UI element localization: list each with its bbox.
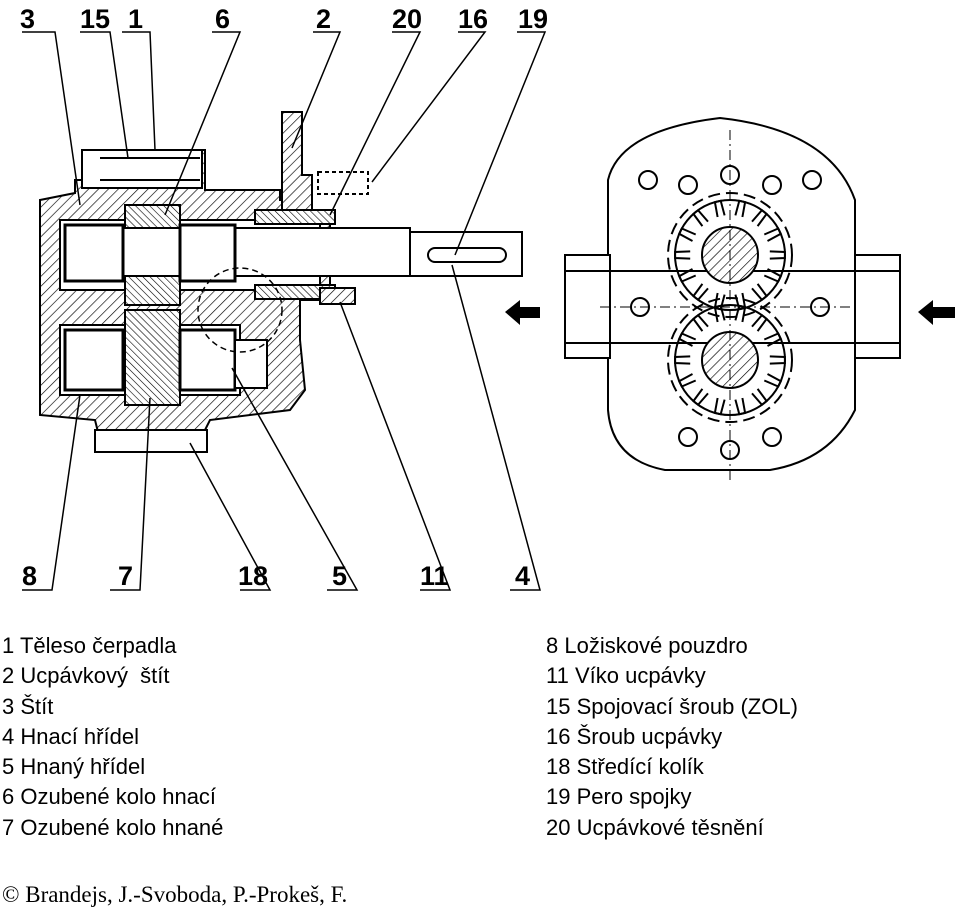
gear-tooth: [677, 268, 697, 283]
callout-3: 3: [20, 4, 35, 34]
callout-4: 4: [515, 561, 530, 591]
parts-legend-right: 8 Ložiskové pouzdro 11 Víko ucpávky 15 S…: [546, 631, 798, 843]
gear-tooth: [692, 313, 709, 332]
gear-tooth: [677, 332, 697, 347]
lower-bearing-right: [178, 328, 237, 392]
top-bolt: [81, 149, 203, 189]
gear-tooth: [769, 355, 786, 365]
driven-shaft: [234, 339, 268, 389]
gear-tooth: [692, 388, 709, 407]
gear-tooth: [763, 373, 783, 388]
gear-tooth: [674, 355, 691, 365]
centering-pin: [94, 429, 208, 453]
gear-tooth: [692, 283, 709, 302]
legend-item: 5 Hnaný hřídel: [2, 754, 146, 780]
gear-tooth: [713, 397, 726, 416]
legend-item: 8 Ložiskové pouzdro: [546, 633, 748, 658]
gear-pump-drawing: 3 15 1 6 2 20 16 19 8 7 18 5 11 4: [20, 4, 955, 591]
gland-bolt: [317, 171, 369, 195]
inlet-left: [564, 254, 611, 359]
legend-item: 1 Těleso čerpadla: [2, 633, 177, 658]
legend-item: 19 Pero spojky: [546, 784, 692, 810]
gear-tooth: [763, 268, 783, 283]
callout-20: 20: [392, 4, 422, 34]
seal-flange: [281, 111, 313, 211]
gland-cover: [319, 287, 356, 305]
parts-legend-left: 1 Těleso čerpadla 2 Ucpávkový štít 3 Ští…: [2, 631, 223, 843]
gear-tooth: [713, 292, 726, 311]
gear-tooth: [734, 199, 747, 218]
callout-1: 1: [128, 4, 143, 34]
flow-arrow-icon: [505, 300, 540, 325]
pump-outline: [607, 116, 901, 471]
gear-tooth: [751, 208, 768, 227]
callout-2: 2: [316, 4, 331, 34]
gear-tooth: [734, 292, 747, 311]
callout-6: 6: [215, 4, 230, 34]
front-view: [564, 116, 901, 480]
leader-lines: [22, 31, 547, 591]
gear-tooth: [734, 397, 747, 416]
gear-tooth: [674, 250, 691, 260]
gear-tooth: [734, 304, 747, 323]
packing-upper: [254, 209, 336, 225]
gear-tooth: [751, 313, 768, 332]
callout-19: 19: [518, 4, 548, 34]
gear-tooth: [763, 332, 783, 347]
gear-tooth: [751, 388, 768, 407]
driven-gear: [124, 309, 181, 406]
upper-bearing-left: [63, 223, 125, 283]
section-view: [39, 111, 523, 453]
gear-tooth: [769, 250, 786, 260]
callout-11: 11: [420, 561, 449, 591]
legend-item: 15 Spojovací šroub (ZOL): [546, 693, 798, 719]
copyright-credit: © Brandejs, J.-Svoboda, P.-Prokeš, F.: [2, 882, 348, 907]
legend-item: 2 Ucpávkový štít: [2, 663, 170, 689]
callout-18: 18: [238, 561, 268, 591]
legend-item: 7 Ozubené kolo hnané: [2, 814, 224, 840]
legend-item: 18 Středící kolík: [546, 754, 704, 780]
upper-bearing-right: [178, 223, 237, 283]
legend-item: 4 Hnací hřídel: [2, 723, 139, 749]
gear-tooth: [692, 208, 709, 227]
gear-tooth: [713, 199, 726, 218]
inlet-right: [854, 254, 901, 359]
callout-8: 8: [22, 561, 37, 591]
callout-5: 5: [332, 561, 347, 591]
legend-item: 16 Šroub ucpávky: [546, 723, 723, 749]
gear-tooth: [763, 227, 783, 242]
callout-labels: 3 15 1 6 2 20 16 19 8 7 18 5 11 4: [20, 4, 548, 591]
gear-tooth: [751, 283, 768, 302]
callout-15: 15: [80, 4, 110, 34]
legend-item: 3 Štít: [2, 693, 54, 719]
flow-arrow-icon: [918, 300, 955, 325]
key-slot: [427, 247, 507, 263]
gear-tooth: [713, 304, 726, 323]
callout-16: 16: [458, 4, 488, 34]
callout-7: 7: [118, 561, 133, 591]
gear-tooth: [677, 373, 697, 388]
legend-item: 6 Ozubené kolo hnací: [2, 784, 217, 810]
gear-tooth: [677, 227, 697, 242]
legend-item: 20 Ucpávkové těsnění: [546, 814, 764, 840]
lower-bearing-left: [63, 328, 125, 392]
legend-item: 11 Víko ucpávky: [546, 663, 706, 689]
